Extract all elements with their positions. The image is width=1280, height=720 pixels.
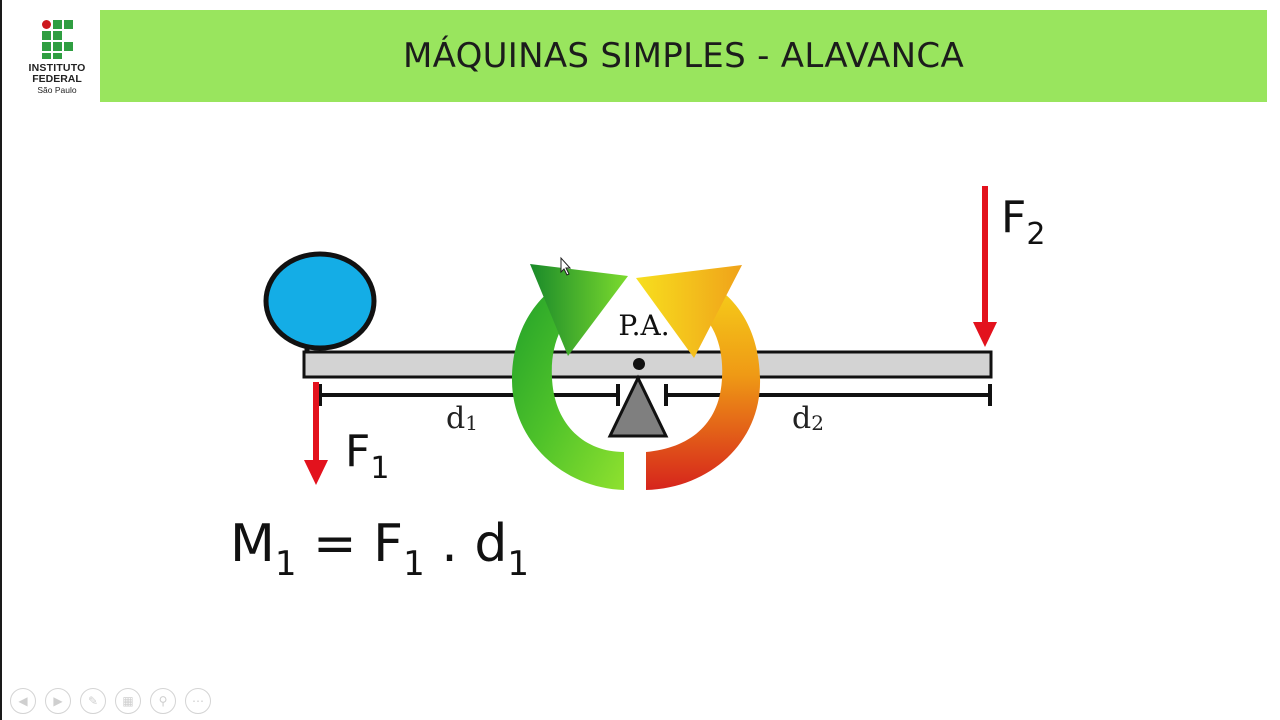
force-f2-label: F2 — [1001, 192, 1045, 252]
institute-logo: INSTITUTO FEDERAL São Paulo — [20, 16, 94, 100]
slides-icon[interactable]: ▦ — [115, 688, 141, 714]
logo-line-2: FEDERAL — [32, 73, 82, 85]
formula-d-sub: 1 — [507, 544, 529, 584]
distance-line-d2 — [664, 384, 992, 406]
force-f2-symbol: F — [1001, 192, 1026, 243]
formula-m-sub: 1 — [274, 544, 297, 584]
zoom-icon[interactable]: ⚲ — [150, 688, 176, 714]
formula-f-sub: 1 — [403, 544, 425, 584]
slide-title: MÁQUINAS SIMPLES - ALAVANCA — [402, 36, 965, 76]
counterclockwise-arrow-icon — [512, 264, 628, 490]
logo-mark — [40, 18, 74, 60]
logo-line-1: INSTITUTO — [28, 62, 86, 74]
clockwise-arrow-icon — [636, 265, 761, 490]
force-f1-subscript: 1 — [370, 451, 389, 486]
pivot-label: P.A. — [618, 309, 669, 342]
formula-eq: = — [296, 514, 374, 574]
slideshow-controls: ◀ ▶ ✎ ▦ ⚲ ⋯ — [10, 688, 211, 714]
distance-d2-symbol: d — [792, 401, 811, 436]
title-bar: MÁQUINAS SIMPLES - ALAVANCA — [100, 10, 1267, 102]
distance-d1-subscript: 1 — [465, 411, 478, 435]
distance-d2-label: d2 — [792, 401, 824, 436]
force-f1-label: F1 — [345, 426, 389, 486]
fulcrum — [607, 358, 669, 438]
distance-d2-subscript: 2 — [811, 411, 824, 435]
force-f1-symbol: F — [345, 426, 370, 477]
distance-d1-symbol: d — [446, 401, 465, 436]
distance-d1-label: d1 — [446, 401, 478, 436]
formula-dot: . — [424, 514, 475, 574]
previous-icon[interactable]: ◀ — [10, 688, 36, 714]
force-f1-arrow — [304, 382, 328, 485]
formula-d: d — [474, 514, 508, 574]
next-icon[interactable]: ▶ — [45, 688, 71, 714]
lever-bar — [302, 350, 993, 379]
mouse-cursor-icon — [560, 256, 572, 276]
force-f2-arrow — [973, 186, 997, 347]
moment-formula: M1 = F1 . d1 — [230, 514, 529, 584]
formula-m: M — [230, 514, 275, 574]
distance-line-d1 — [318, 384, 620, 406]
more-icon[interactable]: ⋯ — [185, 688, 211, 714]
formula-f: F — [373, 514, 404, 574]
logo-line-3: São Paulo — [37, 85, 77, 95]
force-f2-subscript: 2 — [1026, 217, 1045, 252]
pen-icon[interactable]: ✎ — [80, 688, 106, 714]
ball — [263, 251, 377, 352]
